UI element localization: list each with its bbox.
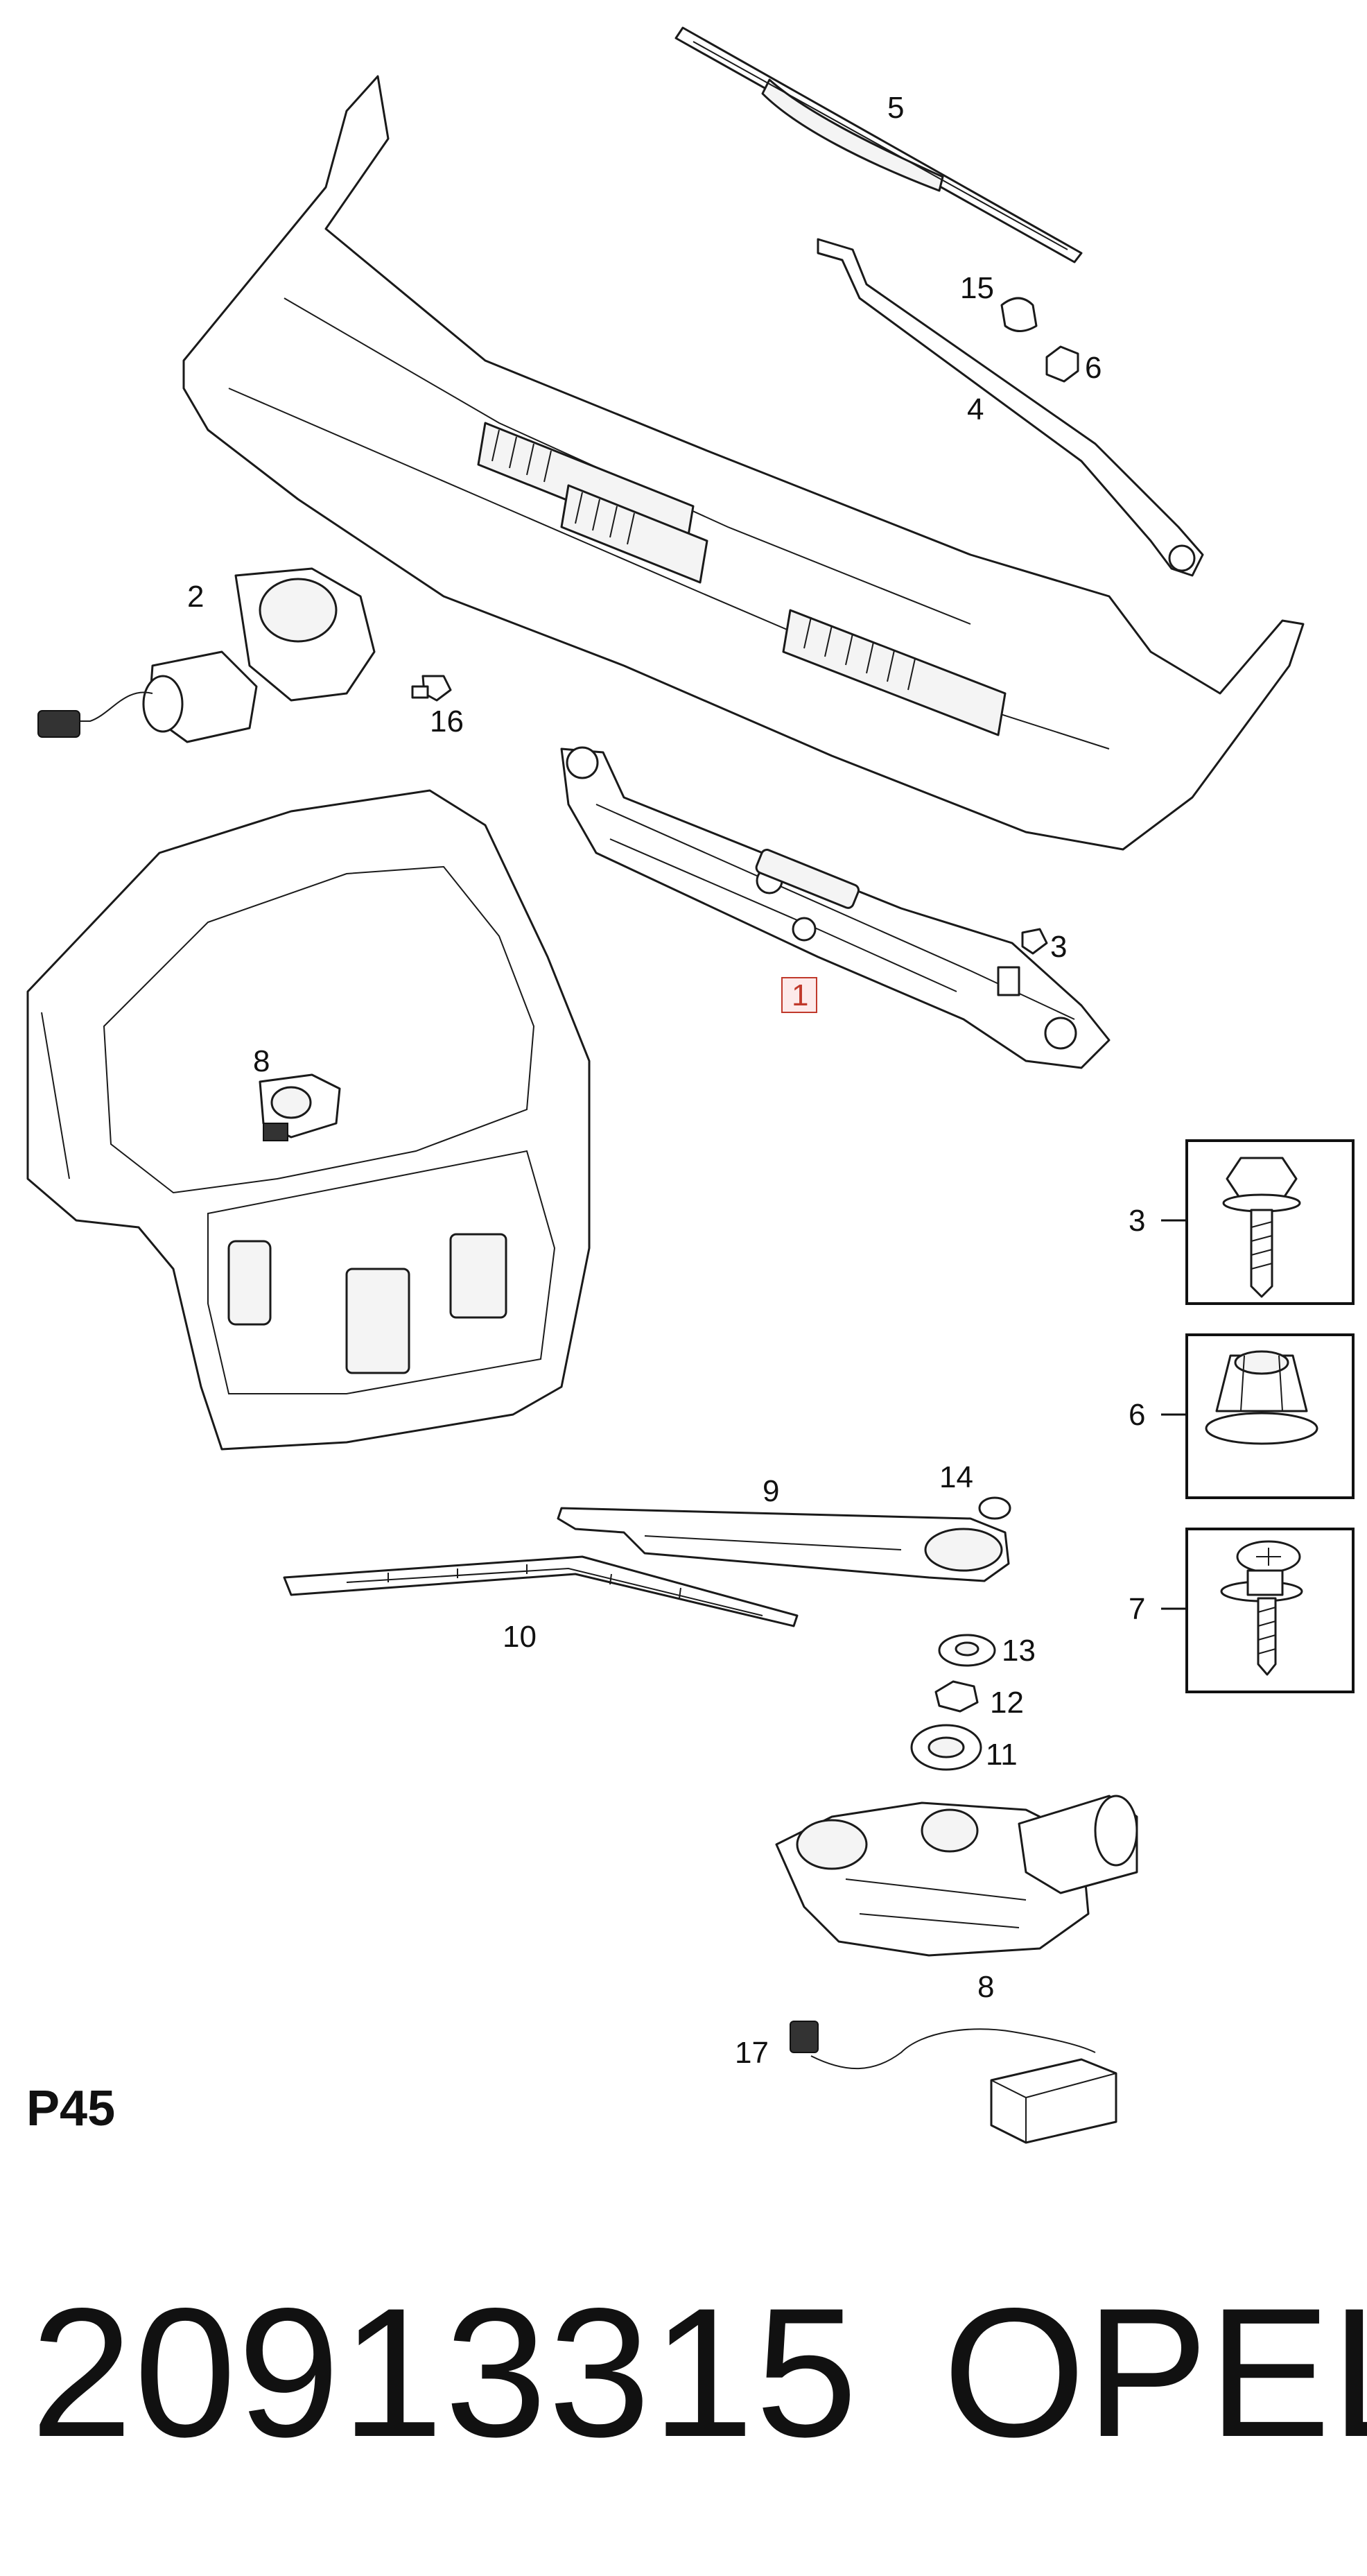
callout-17: 17: [735, 2036, 769, 2070]
page-label: P45: [26, 2081, 116, 2136]
wiring-harness-part-17: [790, 2021, 1117, 2144]
detail-box-nut-6: [1161, 1333, 1355, 1499]
nut-part-6-small: [1045, 345, 1079, 383]
bolt-part-3-small: [1021, 928, 1048, 955]
rear-wiper-arm-part-9: [557, 1507, 1010, 1582]
cap-part-14: [978, 1496, 1011, 1520]
callout-2: 2: [187, 580, 204, 614]
rear-wiper-motor-part-8: [775, 1795, 1138, 1957]
cap-part-15: [1000, 297, 1038, 332]
nut-part-12: [934, 1680, 979, 1713]
callout-8-large: 8: [977, 1970, 994, 2004]
box-callout-6: 6: [1129, 1398, 1145, 1432]
callout-10: 10: [503, 1620, 537, 1654]
callout-16: 16: [430, 704, 464, 738]
callout-12: 12: [990, 1686, 1024, 1720]
cowl-panel: [182, 75, 1305, 851]
rear-wiper-blade-part-10: [283, 1555, 799, 1627]
callout-3: 3: [1050, 930, 1067, 964]
front-wiper-arm-part-4: [817, 238, 1204, 577]
detail-box-screw-7: [1161, 1528, 1355, 1693]
callout-14: 14: [939, 1460, 973, 1494]
part-number: 20913315: [31, 2270, 860, 2475]
callout-15: 15: [960, 271, 994, 305]
callout-4: 4: [967, 392, 984, 426]
washer-part-13: [938, 1634, 996, 1667]
callout-13: 13: [1002, 1634, 1036, 1668]
box-callout-7: 7: [1129, 1592, 1145, 1626]
bolt-part-16: [411, 675, 452, 702]
detail-box-bolt-3: [1161, 1139, 1355, 1305]
front-wiper-blade-part-5: [674, 26, 1083, 263]
rear-wiper-motor-small-part-8: [259, 1073, 341, 1141]
wiper-linkage-part-1: [560, 746, 1111, 1069]
callout-11: 11: [986, 1738, 1018, 1772]
front-wiper-motor-part-2: [37, 567, 376, 743]
callout-1: 1: [792, 978, 808, 1012]
brand-name: OPEL: [943, 2270, 1367, 2475]
callout-1-box: 1: [781, 977, 817, 1013]
callout-6: 6: [1085, 351, 1102, 385]
callout-8-small: 8: [253, 1044, 270, 1078]
box-callout-3: 3: [1129, 1204, 1145, 1238]
callout-9: 9: [763, 1474, 779, 1508]
seal-part-11: [910, 1724, 982, 1771]
callout-5: 5: [887, 91, 904, 125]
